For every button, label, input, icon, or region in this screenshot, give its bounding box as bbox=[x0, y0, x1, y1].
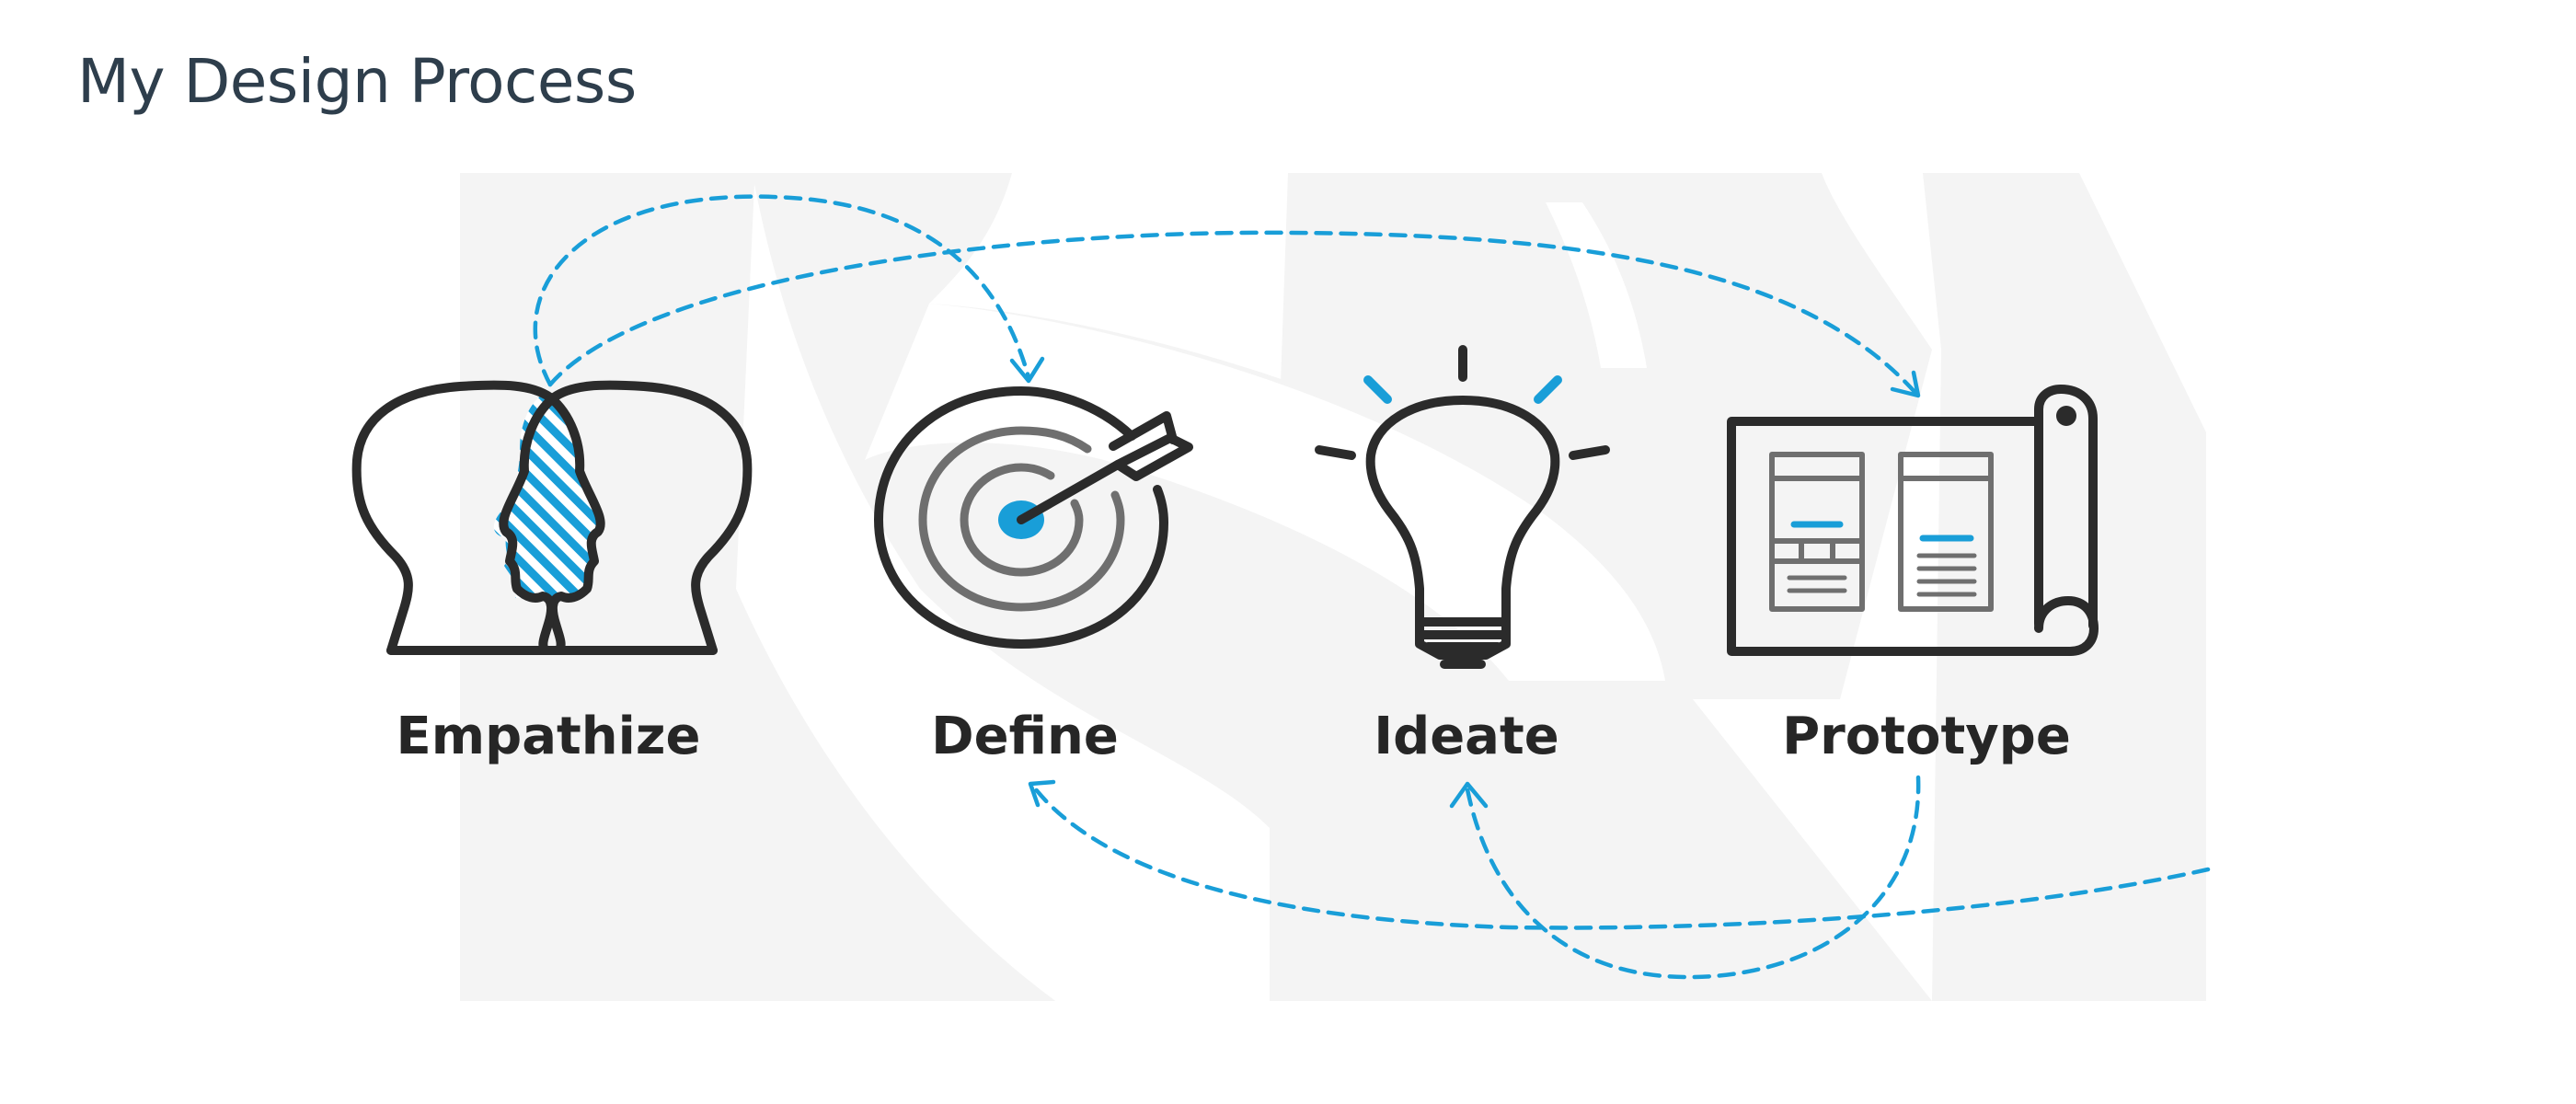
step-label-define: Define bbox=[931, 707, 1119, 766]
lightbulb-icon bbox=[1315, 345, 1610, 669]
connector-return-to-define bbox=[1028, 779, 2211, 930]
target-arrow-icon bbox=[874, 386, 1193, 649]
step-label-prototype: Prototype bbox=[1782, 707, 2071, 766]
page-title: My Design Process bbox=[77, 46, 637, 117]
wireframe-scroll-icon bbox=[1727, 385, 2099, 656]
connector-empathize-to-define bbox=[533, 194, 1045, 387]
step-label-empathize: Empathize bbox=[396, 707, 701, 766]
connector-prototype-to-ideate bbox=[1449, 775, 1921, 980]
step-label-ideate: Ideate bbox=[1374, 707, 1559, 766]
connector-empathize-to-prototype bbox=[547, 230, 1921, 398]
background-watermark bbox=[460, 173, 2206, 1001]
